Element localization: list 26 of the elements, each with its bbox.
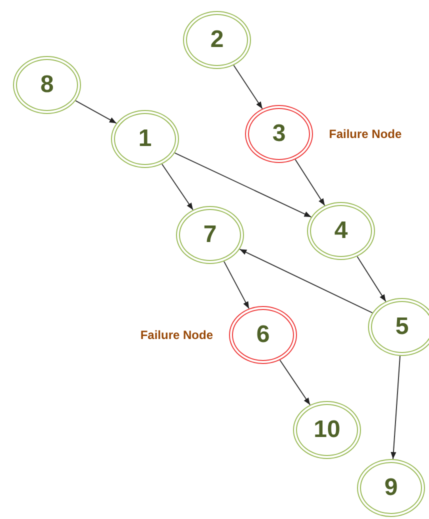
node-number: 8 — [40, 71, 54, 99]
arrow — [75, 100, 117, 124]
arrow — [390, 355, 401, 460]
node-number: 5 — [395, 313, 409, 341]
arrow — [356, 256, 386, 302]
arrow — [224, 260, 250, 310]
node-number: 10 — [314, 416, 340, 444]
arrow — [294, 158, 326, 206]
node-number: 1 — [138, 125, 152, 153]
arrow — [162, 164, 194, 210]
node-caption: Failure Node — [140, 328, 213, 342]
arrow — [279, 360, 311, 406]
node-number: 3 — [272, 120, 286, 148]
arrow — [233, 64, 263, 110]
arrow — [239, 248, 373, 314]
node-number: 7 — [203, 221, 217, 249]
node-circle — [111, 110, 179, 168]
node-circle — [176, 206, 244, 264]
node-caption: Failure Node — [329, 127, 402, 141]
node-number: 2 — [210, 26, 224, 54]
node-circle — [368, 298, 429, 356]
node-number: 4 — [334, 217, 348, 245]
node-number: 6 — [256, 321, 270, 349]
node-number: 9 — [384, 474, 398, 502]
node-circle — [307, 202, 375, 260]
arrow — [174, 152, 312, 218]
